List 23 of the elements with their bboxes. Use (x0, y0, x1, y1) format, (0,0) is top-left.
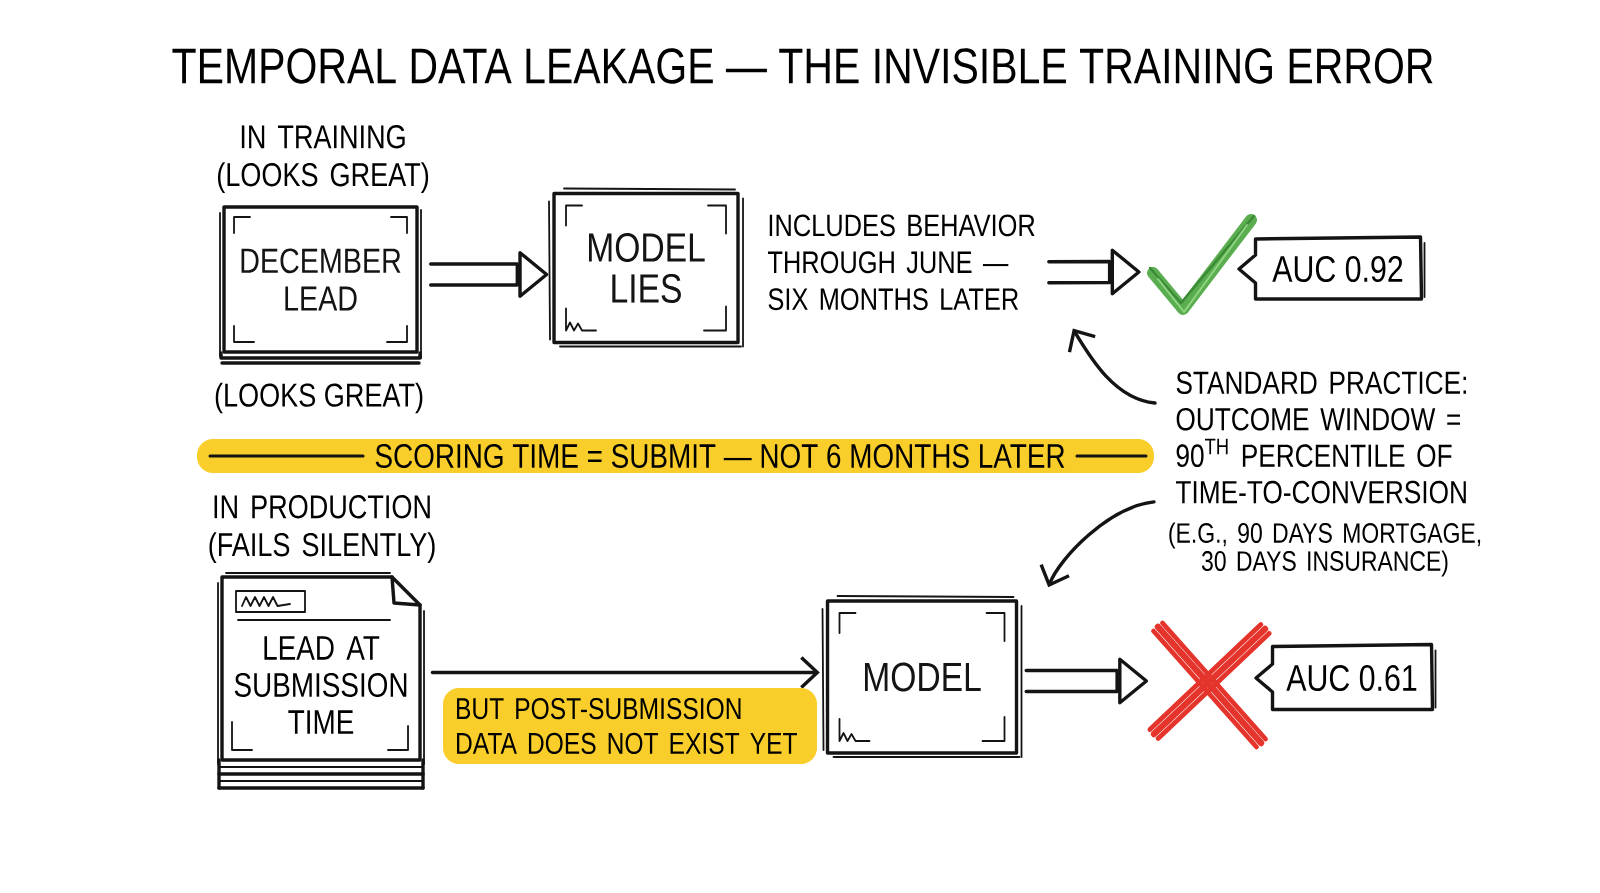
hollow-arrow (429, 251, 549, 298)
callout-box: AUC 0.92 (1237, 235, 1426, 301)
note-text: (E.G., 90 DAYS MORTGAGE, 30 DAYS INSURANCE) (1169, 522, 1481, 577)
box-heading: IN PRODUCTION (FAILS SILENTLY) (209, 495, 435, 563)
hollow-arrow (1024, 657, 1149, 705)
document-box: LEAD AT SUBMISSION TIME (217, 572, 425, 790)
box-caption: (LOOKS GREAT) (215, 382, 423, 414)
process-box: MODEL (821, 595, 1023, 758)
note-text: INCLUDES BEHAVIOR THROUGH JUNE — SIX MONTHS LATER (768, 214, 1035, 311)
arrow (430, 656, 820, 689)
highlight-band: SCORING TIME = SUBMIT — NOT 6 MONTHS LATER (197, 439, 1154, 473)
curved-arrow (1039, 500, 1156, 588)
callout-box: AUC 0.61 (1254, 642, 1437, 712)
process-box: MODEL LIES (548, 187, 744, 348)
box-heading: IN TRAINING (LOOKS GREAT) (217, 125, 429, 193)
title: TEMPORAL DATA LEAKAGE — THE INVISIBLE TRAINING ERROR (172, 48, 1433, 84)
document-box: DECEMBER LEAD (219, 205, 422, 365)
hollow-arrow (1047, 248, 1141, 296)
cross-mark (1147, 620, 1272, 750)
curved-arrow (1067, 328, 1157, 405)
note-text: STANDARD PRACTICE: OUTCOME WINDOW = 90$^{TH}$ PERCENTILE OF TIME-TO-CONVERSION (1176, 371, 1466, 504)
edge-label: BUT POST-SUBMISSION DATA DOES NOT EXIST YET (443, 688, 817, 764)
check-mark (1147, 214, 1257, 315)
